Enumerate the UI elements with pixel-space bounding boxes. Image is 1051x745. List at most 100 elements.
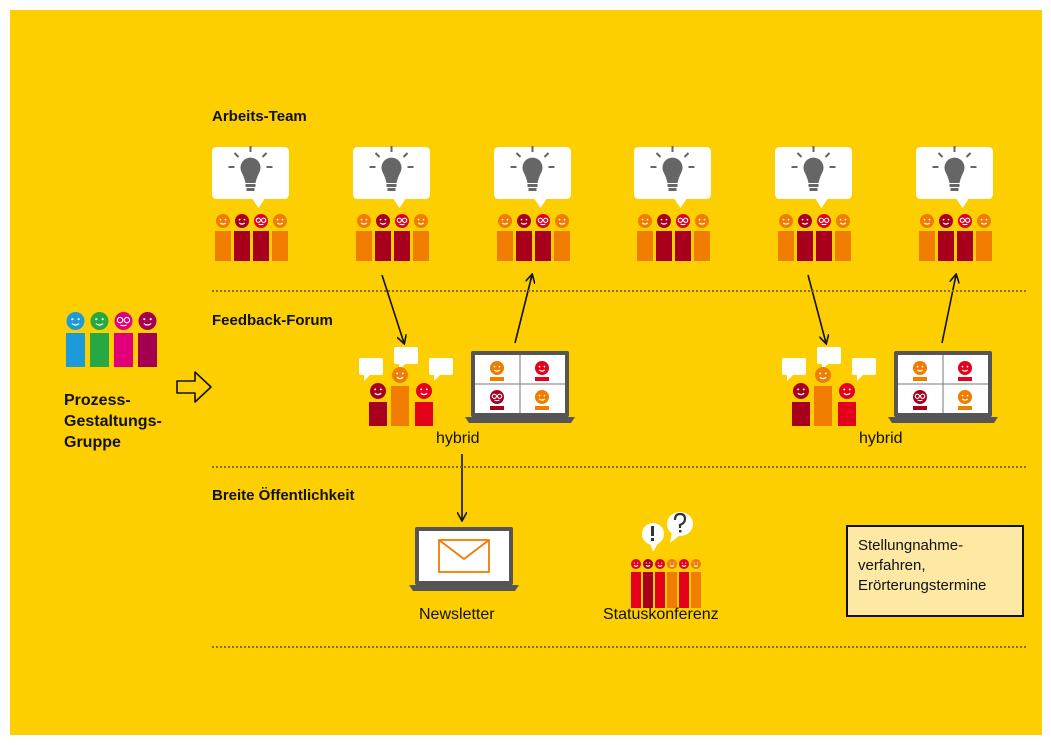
face-icon — [815, 367, 831, 383]
team-member-icon — [656, 214, 672, 261]
team-member-icon — [835, 214, 851, 261]
crowd-member-icon — [643, 559, 653, 608]
lightbulb-icon — [212, 146, 289, 208]
face-icon — [416, 383, 432, 399]
face-icon — [536, 214, 550, 228]
lightbulb-icon — [510, 146, 555, 191]
face-icon — [254, 214, 268, 228]
lightbulb-icon — [791, 146, 836, 191]
arrow-forum2-to-team6 — [941, 275, 956, 344]
face-icon — [913, 361, 927, 375]
face-icon — [657, 214, 671, 228]
forum-member-icon — [391, 367, 409, 426]
info-box-line-2: verfahren, — [858, 557, 926, 574]
team-member-icon — [938, 214, 954, 261]
lightbulb-icon — [634, 146, 711, 208]
forum-caption-2: hybrid — [859, 430, 903, 447]
team-group-6 — [916, 146, 993, 261]
team-member-icon — [675, 214, 691, 261]
info-box-line-3: Erörterungstermine — [858, 577, 987, 594]
face-icon — [913, 390, 927, 404]
team-member-icon — [919, 214, 935, 261]
face-icon — [667, 559, 677, 569]
face-icon — [939, 214, 953, 228]
team-member-icon — [356, 214, 372, 261]
process-group-member-icon — [66, 312, 85, 367]
info-box-line-1: Stellungnahme- — [858, 537, 964, 554]
info-box: Stellungnahme- verfahren, Erörterungster… — [846, 525, 1024, 617]
process-group-member-icon — [114, 312, 133, 367]
face-icon — [114, 312, 133, 330]
crowd-member-icon — [691, 559, 701, 608]
forum-member-icon — [814, 367, 832, 426]
crowd-member-icon — [655, 559, 665, 608]
face-icon — [555, 214, 569, 228]
diagram-canvas: Arbeits-Team Feedback-Forum Breite Öffen… — [10, 10, 1042, 735]
face-icon — [357, 214, 371, 228]
team-member-icon — [215, 214, 231, 261]
face-icon — [66, 312, 85, 330]
face-icon — [798, 214, 812, 228]
face-icon — [90, 312, 109, 330]
crowd-member-icon — [667, 559, 677, 608]
face-icon — [273, 214, 287, 228]
lightbulb-icon — [369, 146, 414, 191]
process-group-member-icon — [138, 312, 157, 367]
forum-member-icon — [838, 383, 856, 426]
speech-bubble-group-icon — [782, 347, 876, 426]
speech-bubble-group-icon — [359, 347, 453, 426]
face-icon — [535, 390, 549, 404]
crowd-member-icon — [631, 559, 641, 608]
face-icon — [235, 214, 249, 228]
team-member-icon — [535, 214, 551, 261]
lightbulb-icon — [353, 146, 430, 208]
face-icon — [958, 390, 972, 404]
section-label-arbeits-team: Arbeits-Team — [212, 108, 307, 125]
face-icon — [836, 214, 850, 228]
face-icon — [977, 214, 991, 228]
face-icon — [679, 559, 689, 569]
face-icon — [638, 214, 652, 228]
lightbulb-icon — [916, 146, 993, 208]
arrow-team2-to-forum1 — [381, 274, 404, 343]
process-group-line-3: Gruppe — [64, 434, 121, 451]
face-icon — [517, 214, 531, 228]
process-group-label: Prozess- Gestaltungs- Gruppe — [64, 390, 162, 453]
process-group-line-1: Prozess- — [64, 392, 131, 409]
lightbulb-icon — [932, 146, 977, 191]
face-icon — [490, 390, 504, 404]
team-member-icon — [797, 214, 813, 261]
forum-caption-1: hybrid — [436, 430, 480, 447]
team-member-icon — [778, 214, 794, 261]
face-icon — [498, 214, 512, 228]
lightbulb-icon — [228, 146, 273, 191]
section-label-feedback-forum: Feedback-Forum — [212, 312, 333, 329]
face-icon — [695, 214, 709, 228]
team-member-icon — [497, 214, 513, 261]
divider-public-bottom — [212, 646, 1026, 648]
face-icon — [392, 367, 408, 383]
laptop-video-call-icon — [888, 351, 998, 423]
face-icon — [376, 214, 390, 228]
forum-groups — [359, 347, 998, 426]
laptop-envelope-icon — [409, 527, 519, 591]
process-group-line-2: Gestaltungs- — [64, 413, 162, 430]
team-member-icon — [554, 214, 570, 261]
public-items — [409, 512, 701, 608]
forum-member-icon — [369, 383, 387, 426]
diagram-artwork — [66, 146, 998, 608]
forum-member-icon — [792, 383, 810, 426]
team-member-icon — [234, 214, 250, 261]
face-icon — [490, 361, 504, 375]
face-icon — [676, 214, 690, 228]
team-member-icon — [957, 214, 973, 261]
outline-arrow-right-icon — [176, 371, 212, 403]
crowd-question-icon — [631, 512, 701, 608]
lightbulb-icon — [775, 146, 852, 208]
crowd-member-icon — [679, 559, 689, 608]
face-icon — [817, 214, 831, 228]
forum-member-icon — [415, 383, 433, 426]
face-icon — [370, 383, 386, 399]
face-icon — [631, 559, 641, 569]
laptop-video-call-icon — [465, 351, 575, 423]
